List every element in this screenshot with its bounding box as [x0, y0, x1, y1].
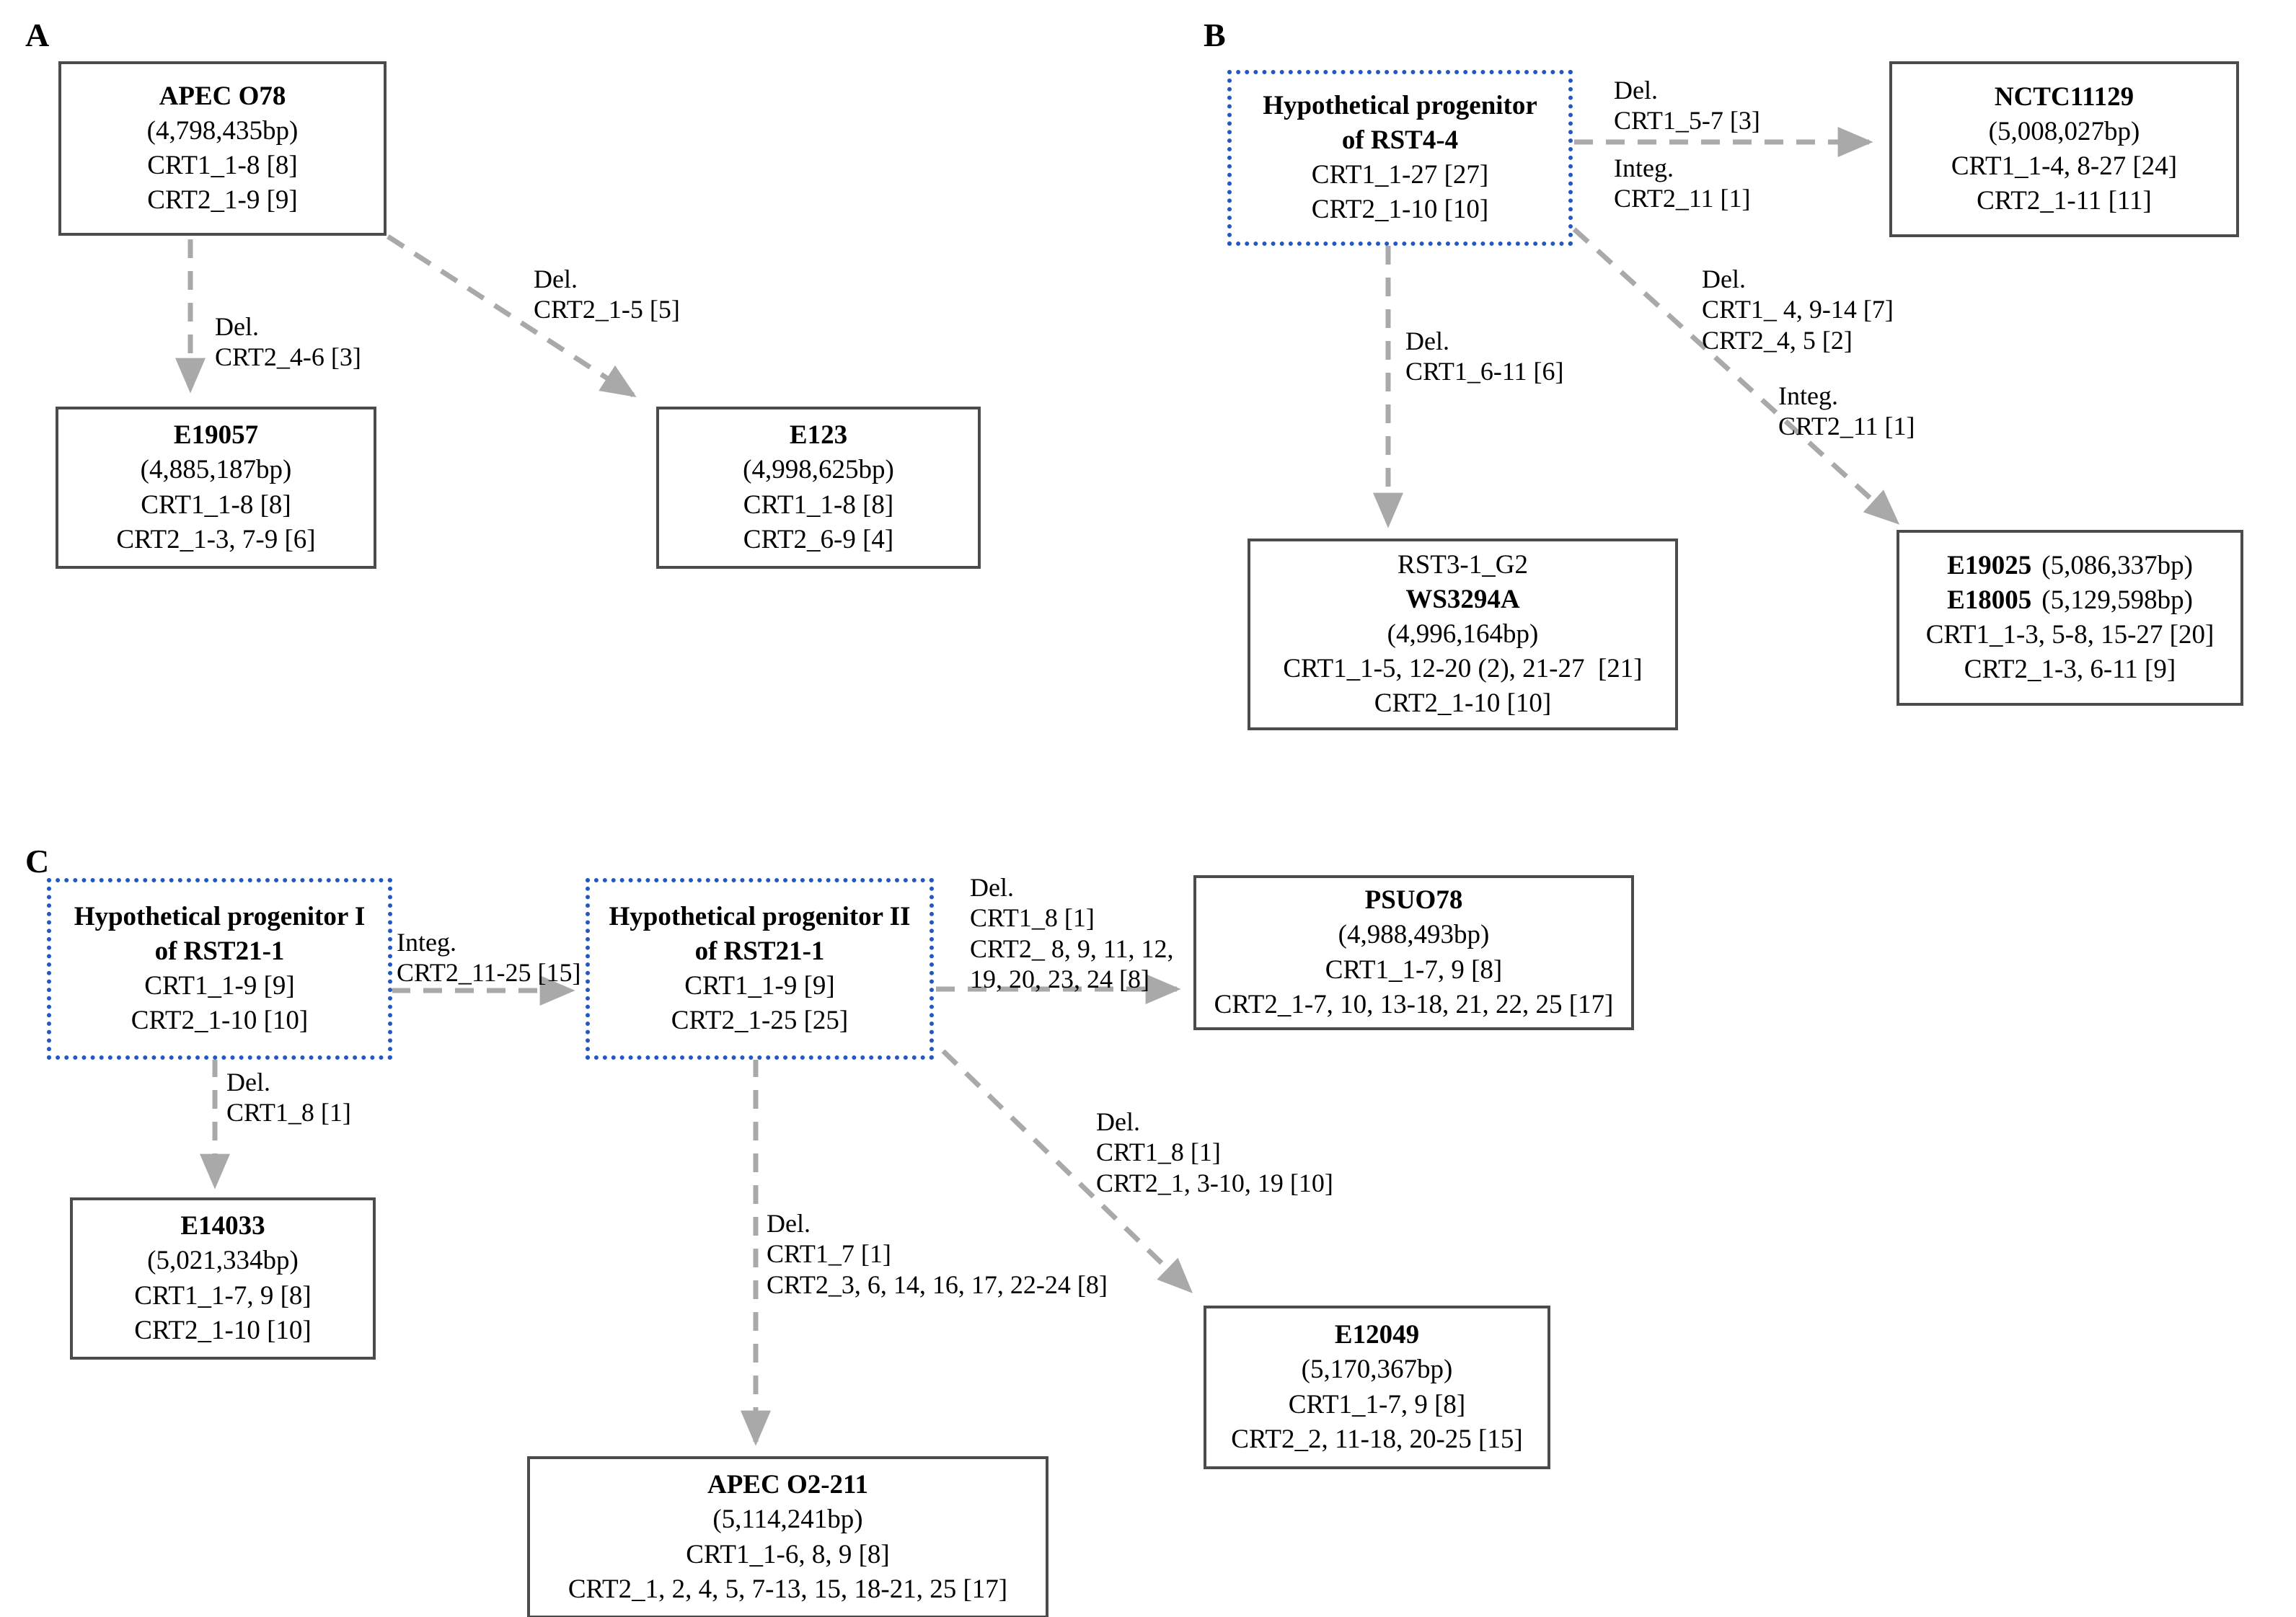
- edge-label-prog2-psuo78: Del. CRT1_8 [1] CRT2_ 8, 9, 11, 12, 19, …: [970, 873, 1174, 994]
- crt1-summary: CRT1_1-8 [8]: [743, 489, 894, 520]
- crt2-summary: CRT2_1, 2, 4, 5, 7-13, 15, 18-21, 25 [17…: [568, 1574, 1008, 1604]
- panel-label-b: B: [1204, 17, 1226, 53]
- crt2-summary: CRT2_1-11 [11]: [1977, 186, 2152, 216]
- crt2-summary: CRT2_6-9 [4]: [743, 524, 894, 554]
- arrow-apec78-to-e123: [387, 234, 637, 398]
- strain-name: WS3294A: [1405, 584, 1520, 614]
- crt1-summary: CRT1_1-7, 9 [8]: [1288, 1389, 1466, 1419]
- crt2-summary: CRT2_1-3, 6-11 [9]: [1964, 655, 2176, 685]
- node-e19057: E19057 (4,885,187bp) CRT1_1-8 [8] CRT2_1…: [56, 407, 376, 569]
- edge-label-rst44-ws3294a: Del. CRT1_6-11 [6]: [1405, 327, 1564, 386]
- crt1-summary: CRT1_1-8 [8]: [147, 151, 298, 180]
- strain-name: NCTC11129: [1994, 81, 2134, 112]
- strain-name: APEC O78: [159, 81, 286, 111]
- crt2-summary: CRT2_2, 11-18, 20-25 [15]: [1231, 1424, 1523, 1454]
- node-e12049: E12049 (5,170,367bp) CRT1_1-7, 9 [8] CRT…: [1204, 1306, 1550, 1469]
- node-progenitor-1-rst21-1: Hypothetical progenitor I of RST21-1 CRT…: [47, 878, 392, 1060]
- strain-name: E12049: [1334, 1320, 1420, 1350]
- crt1-summary: CRT1_1-8 [8]: [141, 489, 291, 520]
- genome-size: (5,021,334bp): [147, 1246, 299, 1276]
- progenitor-title-line1: Hypothetical progenitor I: [74, 901, 366, 931]
- strain-name: APEC O2-211: [707, 1470, 869, 1500]
- node-psuo78: PSUO78 (4,988,493bp) CRT1_1-7, 9 [8] CRT…: [1193, 875, 1634, 1030]
- crt1-summary: CRT1_1-9 [9]: [684, 971, 835, 1001]
- edge-label-prog2-apec-o2-211: Del. CRT1_7 [1] CRT2_3, 6, 14, 16, 17, 2…: [767, 1209, 1108, 1299]
- progenitor-title-line1: Hypothetical progenitor: [1263, 90, 1537, 120]
- node-progenitor-2-rst21-1: Hypothetical progenitor II of RST21-1 CR…: [586, 878, 934, 1060]
- panel-label-c: C: [25, 843, 50, 880]
- crt1-summary: CRT1_1-3, 5-8, 15-27 [20]: [1925, 620, 2215, 650]
- crt2-summary: CRT2_1-10 [10]: [131, 1006, 309, 1036]
- strain-alt-name: RST3-1_G2: [1398, 549, 1528, 580]
- node-e123: E123 (4,998,625bp) CRT1_1-8 [8] CRT2_6-9…: [656, 407, 981, 569]
- node-apec-o2-211: APEC O2-211 (5,114,241bp) CRT1_1-6, 8, 9…: [527, 1456, 1048, 1617]
- node-apec-o78: APEC O78 (4,798,435bp) CRT1_1-8 [8] CRT2…: [58, 61, 387, 236]
- crt2-summary: CRT2_1-25 [25]: [671, 1006, 849, 1036]
- node-nctc11129: NCTC11129 (5,008,027bp) CRT1_1-4, 8-27 […: [1889, 61, 2239, 237]
- strain-name: E123: [789, 420, 848, 451]
- strain-name: E19025: [1947, 550, 2032, 580]
- crt1-summary: CRT1_1-5, 12-20 (2), 21-27 [21]: [1283, 654, 1643, 684]
- genome-size: (4,996,164bp): [1387, 619, 1539, 649]
- edge-label-apec78-e123: Del. CRT2_1-5 [5]: [534, 265, 680, 324]
- genome-size: (4,885,187bp): [140, 455, 292, 485]
- progenitor-title-line2: of RST4-4: [1341, 125, 1459, 155]
- crt1-summary: CRT1_1-7, 9 [8]: [1325, 954, 1503, 985]
- strain-name: E18005: [1947, 585, 2032, 615]
- genome-size: (4,798,435bp): [146, 115, 299, 146]
- node-e14033: E14033 (5,021,334bp) CRT1_1-7, 9 [8] CRT…: [70, 1197, 376, 1360]
- strain-name: E19057: [173, 420, 259, 451]
- crt1-summary: CRT1_1-9 [9]: [144, 971, 295, 1001]
- crt2-summary: CRT2_1-10 [10]: [134, 1315, 312, 1345]
- strain-name-size-1: E19025 (5,086,337bp): [1947, 549, 2193, 583]
- strain-name: E14033: [180, 1211, 265, 1241]
- edge-label-prog1-prog2: Integ. CRT2_11-25 [15]: [397, 928, 581, 988]
- node-ws3294a: RST3-1_G2 WS3294A (4,996,164bp) CRT1_1-5…: [1248, 539, 1678, 730]
- edge-label-rst44-nctc-integ: Integ. CRT2_11 [1]: [1614, 154, 1751, 213]
- edge-label-rst44-nctc-del: Del. CRT1_5-7 [3]: [1614, 76, 1760, 136]
- crt2-summary: CRT2_1-7, 10, 13-18, 21, 22, 25 [17]: [1214, 989, 1614, 1019]
- genome-size: (5,086,337bp): [2041, 550, 2193, 580]
- crt1-summary: CRT1_1-7, 9 [8]: [134, 1280, 312, 1311]
- progenitor-title-line2: of RST21-1: [694, 936, 825, 966]
- progenitor-title-line2: of RST21-1: [154, 936, 285, 966]
- genome-size: (4,988,493bp): [1338, 920, 1490, 950]
- strain-name: PSUO78: [1364, 885, 1463, 916]
- node-progenitor-rst4-4: Hypothetical progenitor of RST4-4 CRT1_1…: [1227, 70, 1573, 246]
- crt1-summary: CRT1_1-27 [27]: [1311, 160, 1489, 190]
- progenitor-title-line1: Hypothetical progenitor II: [609, 901, 911, 931]
- arrow-progrst44-to-e19025: [1572, 227, 1900, 525]
- edge-label-prog2-e12049: Del. CRT1_8 [1] CRT2_1, 3-10, 19 [10]: [1096, 1107, 1333, 1197]
- crt1-summary: CRT1_1-6, 8, 9 [8]: [686, 1539, 890, 1569]
- crt2-summary: CRT2_1-10 [10]: [1311, 195, 1489, 225]
- genome-size: (5,008,027bp): [1988, 116, 2140, 146]
- crt2-summary: CRT2_1-3, 7-9 [6]: [116, 524, 316, 554]
- crt2-summary: CRT2_1-10 [10]: [1374, 688, 1552, 719]
- edge-label-apec78-e19057: Del. CRT2_4-6 [3]: [215, 312, 361, 372]
- genome-size: (5,129,598bp): [2041, 585, 2193, 615]
- genome-size: (5,114,241bp): [712, 1505, 863, 1535]
- node-e19025-e18005: E19025(5,086,337bp) E18005(5,129,598bp) …: [1897, 530, 2243, 706]
- edge-label-rst44-e19025-del: Del. CRT1_ 4, 9-14 [7] CRT2_4, 5 [2]: [1702, 265, 1894, 355]
- genome-size: (4,998,625bp): [743, 455, 894, 485]
- genome-size: (5,170,367bp): [1301, 1355, 1453, 1385]
- crt2-summary: CRT2_1-9 [9]: [147, 185, 298, 216]
- edge-label-rst44-e19025-integ: Integ. CRT2_11 [1]: [1778, 381, 1915, 441]
- strain-name-size-2: E18005 (5,129,598bp): [1947, 583, 2193, 618]
- edge-label-prog1-e14033: Del. CRT1_8 [1]: [226, 1068, 351, 1128]
- panel-label-a: A: [25, 17, 50, 53]
- crt1-summary: CRT1_1-4, 8-27 [24]: [1951, 151, 2178, 181]
- arrow-prog2-to-e12049: [941, 1049, 1193, 1293]
